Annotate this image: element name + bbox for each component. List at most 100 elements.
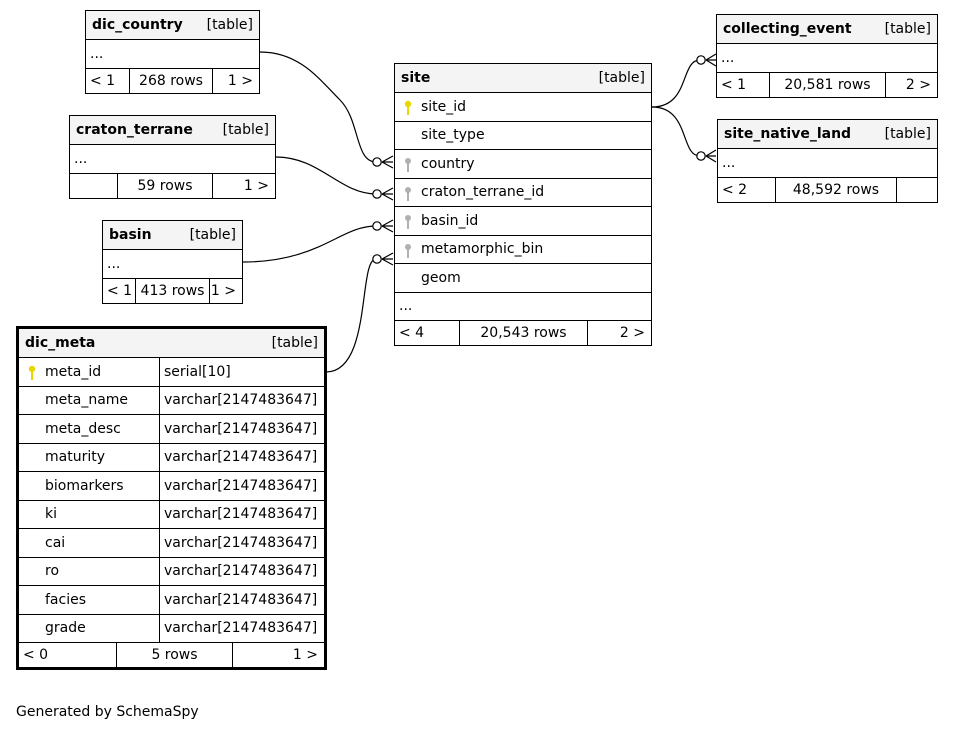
table-name: site_native_land [724,126,852,142]
row-count: 413 rows [136,278,210,303]
column-name: facies [45,591,87,608]
table-site-native-land[interactable]: site_native_land [table] ... < 2 48,592 … [717,119,938,203]
ellipsis-text: ... [90,45,104,62]
table-craton-terrane[interactable]: craton_terrane [table] ... 59 rows 1 > [69,115,276,199]
column-row: maturity varchar[2147483647] [19,443,324,472]
table-footer: < 0 5 rows 1 > [19,643,324,667]
table-header: collecting_event [table] [717,15,937,44]
table-name: dic_meta [25,335,96,351]
children-count: 1 > [292,647,318,663]
table-name: collecting_event [723,21,852,37]
column-name: site_type [421,127,485,144]
row-count: 20,581 rows [770,72,886,97]
ellipsis-text: ... [107,255,121,272]
table-header: craton_terrane [table] [70,116,275,145]
children-count [897,178,937,202]
column-ellipsis: ... [717,44,937,73]
column-row: metamorphic_bin [395,236,651,264]
column-name: craton_terrane_id [421,184,545,201]
table-collecting-event[interactable]: collecting_event [table] ... < 1 20,581 … [716,14,938,98]
column-name: meta_name [45,392,129,409]
column-type: varchar[2147483647] [159,472,323,500]
column-row: biomarkers varchar[2147483647] [19,472,324,501]
parents-count: < 4 [395,321,460,345]
row-count: 268 rows [130,68,213,93]
table-footer: < 4 20,543 rows 2 > [395,321,651,345]
column-ellipsis: ... [395,293,651,321]
column-row: facies varchar[2147483647] [19,586,324,615]
edge-basin-site [242,225,377,263]
key-icon [27,365,37,385]
edge-craton-terrane-site [275,156,377,195]
column-name: biomarkers [45,477,124,494]
table-footer: < 2 48,592 rows [718,177,937,202]
parents-count [70,173,118,198]
table-site[interactable]: site [table] site_id site_type country c… [394,63,652,346]
column-name: site_id [421,98,467,115]
column-ellipsis: ... [718,149,937,178]
column-row: meta_id serial[10] [19,358,324,387]
column-row: basin_id [395,207,651,236]
table-header: dic_meta [table] [19,329,324,358]
ellipsis-text: ... [721,49,735,66]
column-type: varchar[2147483647] [159,500,323,528]
parents-count: < 1 [103,278,136,303]
column-type: varchar[2147483647] [159,557,323,585]
column-name: cai [45,534,66,551]
table-name: site [401,70,431,86]
children-count: 1 > [210,282,236,299]
table-kind: [table] [222,122,269,138]
edge-site-native-land [651,106,701,157]
column-row: craton_terrane_id [395,179,651,207]
foreign-key-icon [403,214,413,234]
column-name: meta_desc [45,420,121,437]
foreign-key-icon [403,243,413,263]
table-kind: [table] [884,126,931,142]
table-footer: 59 rows 1 > [70,173,275,198]
table-name: dic_country [92,17,183,33]
column-ellipsis: ... [103,250,242,279]
column-name: country [421,155,475,172]
column-ellipsis: ... [70,145,275,174]
table-footer: < 1 268 rows 1 > [86,68,259,93]
column-name: ro [45,563,60,580]
table-kind: [table] [271,335,318,351]
table-header: basin [table] [103,221,242,250]
column-row: grade varchar[2147483647] [19,614,324,643]
row-count: 20,543 rows [460,321,588,345]
column-row: cai varchar[2147483647] [19,529,324,558]
table-footer: < 1 20,581 rows 2 > [717,72,937,97]
table-basin[interactable]: basin [table] ... < 1 413 rows 1 > [102,220,243,304]
parents-count: < 1 [717,72,770,97]
column-type: varchar[2147483647] [159,614,323,642]
column-row: geom [395,264,651,293]
column-type: serial[10] [159,358,323,386]
generated-by-note: Generated by SchemaSpy [16,704,199,720]
parents-count: < 0 [19,643,117,667]
row-count: 59 rows [118,173,213,198]
column-row: meta_name varchar[2147483647] [19,386,324,415]
parents-count: < 1 [86,68,130,93]
table-dic-meta[interactable]: dic_meta [table] meta_id serial[10] meta… [16,326,327,670]
children-count: 2 > [905,76,931,93]
table-dic-country[interactable]: dic_country [table] ... < 1 268 rows 1 > [85,10,260,94]
column-name: maturity [45,449,105,466]
table-footer: < 1 413 rows 1 > [103,278,242,303]
table-kind: [table] [206,17,253,33]
column-row: ki varchar[2147483647] [19,500,324,529]
foreign-key-icon [403,157,413,177]
parents-count: < 2 [718,177,776,202]
table-kind: [table] [884,21,931,37]
column-name: basin_id [421,212,479,229]
children-count: 1 > [243,177,269,194]
column-type: varchar[2147483647] [159,415,323,443]
edge-site-collecting-event [651,59,701,108]
column-row: ro varchar[2147483647] [19,557,324,586]
key-icon [403,100,413,120]
row-count: 5 rows [117,643,233,667]
table-header: site [table] [395,64,651,93]
column-name: meta_id [45,363,102,380]
column-type: varchar[2147483647] [159,586,323,614]
column-row: site_type [395,122,651,150]
